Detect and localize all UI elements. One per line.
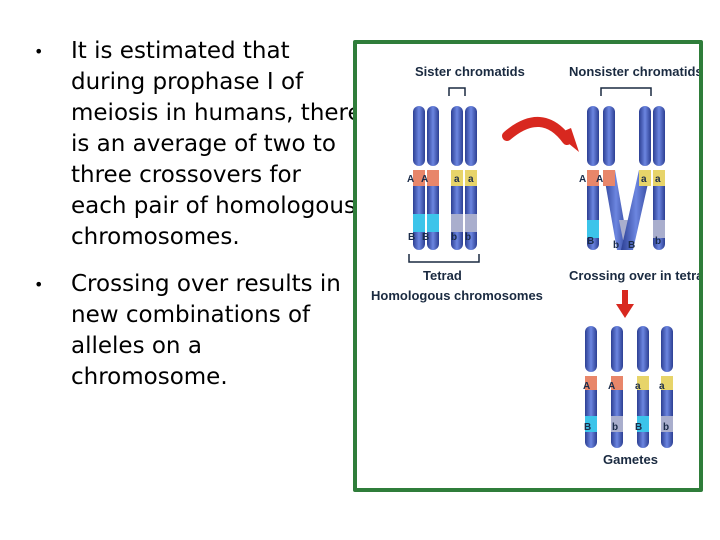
allele-label: A <box>407 174 414 185</box>
allele-label: B <box>422 232 429 243</box>
allele-label: a <box>635 381 641 392</box>
label-sister-chromatids: Sister chromatids <box>415 64 525 79</box>
allele-label: a <box>641 174 647 185</box>
label-homologous-chromosomes: Homologous chromosomes <box>371 288 543 303</box>
allele-label: b <box>612 422 618 433</box>
allele-label: b <box>663 422 669 433</box>
bracket-nonsister <box>600 87 652 96</box>
chromatid <box>637 326 649 448</box>
allele-label: a <box>454 174 460 185</box>
allele-label: b <box>655 236 661 247</box>
bullet-text: Crossing over results in new combination… <box>71 271 341 390</box>
label-nonsister-chromatids: Nonsister chromatids <box>569 64 699 79</box>
gamete-chromatids: A A a a B b B b <box>583 326 673 448</box>
red-curved-arrow-icon <box>502 116 572 145</box>
allele-label: a <box>468 174 474 185</box>
bracket-sister <box>448 87 466 96</box>
chromatid <box>585 326 597 448</box>
allele-label: B <box>584 422 591 433</box>
chromatid <box>465 106 477 250</box>
allele-label: b <box>613 240 619 251</box>
bullet-list: • It is estimated that during prophase I… <box>28 36 363 409</box>
bullet-item-crossing-over-results: • Crossing over results in new combinati… <box>28 269 363 393</box>
chromatid <box>413 106 425 250</box>
allele-label: A <box>421 174 428 185</box>
allele-label: a <box>659 381 665 392</box>
bracket-tetrad <box>408 254 480 263</box>
chromatid <box>451 106 463 250</box>
allele-label: B <box>628 240 635 251</box>
allele-label: B <box>635 422 642 433</box>
allele-label: A <box>579 174 586 185</box>
label-tetrad: Tetrad <box>423 268 462 283</box>
bullet-marker: • <box>34 275 44 294</box>
crossing-over-diagram: Sister chromatids Nonsister chromatids <box>353 40 703 492</box>
allele-label: A <box>596 174 603 185</box>
label-gametes: Gametes <box>603 452 658 467</box>
allele-label: b <box>451 232 457 243</box>
bullet-item-crossover-estimate: • It is estimated that during prophase I… <box>28 36 363 253</box>
allele-label: b <box>465 232 471 243</box>
red-down-arrow-icon <box>616 304 634 318</box>
bullet-marker: • <box>34 42 44 61</box>
allele-label: a <box>655 174 661 185</box>
allele-label: A <box>583 381 590 392</box>
label-crossing-over: Crossing over in tetrad <box>569 268 699 283</box>
red-arrowhead-icon <box>557 128 579 152</box>
chromatid <box>611 326 623 448</box>
chromatid <box>427 106 439 250</box>
allele-label: B <box>408 232 415 243</box>
diagram-svg: Sister chromatids Nonsister chromatids <box>371 64 699 467</box>
red-down-arrow-shaft <box>622 290 628 306</box>
allele-label: A <box>608 381 615 392</box>
bullet-text: It is estimated that during prophase I o… <box>71 38 362 250</box>
tetrad-chromatids: A A a a B B b b <box>407 106 477 250</box>
chromatid <box>661 326 673 448</box>
allele-label: B <box>587 236 594 247</box>
crossing-over-chromatids: A A a a B b B b <box>579 106 665 251</box>
